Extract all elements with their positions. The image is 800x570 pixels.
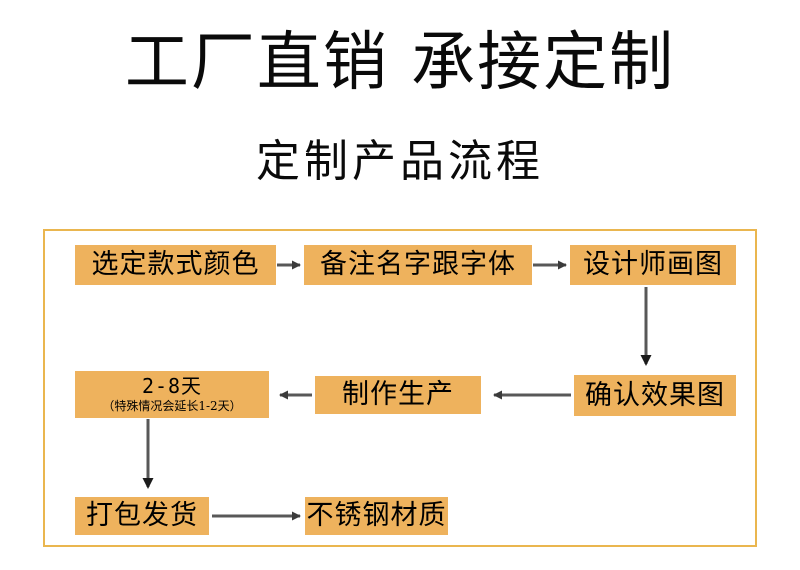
flow-node-stainless-steel-material: 不锈钢材质 (305, 497, 448, 535)
flow-node-lead-time: 2-8天 （特殊情况会延长1-2天） (75, 371, 269, 418)
page-subtitle: 定制产品流程 (256, 136, 544, 187)
flow-node-confirm-design: 确认效果图 (574, 375, 736, 416)
flow-node-designer-draws: 设计师画图 (570, 245, 736, 285)
lead-time-primary: 2-8天 (141, 374, 203, 399)
flow-node-select-style-color: 选定款式颜色 (75, 245, 276, 285)
main-title: 工厂直销 承接定制 (124, 26, 676, 100)
lead-time-note: （特殊情况会延长1-2天） (102, 399, 242, 414)
flow-node-production: 制作生产 (315, 376, 481, 414)
flow-node-remark-name-font: 备注名字跟字体 (304, 245, 532, 285)
flow-node-pack-and-ship: 打包发货 (75, 497, 209, 535)
